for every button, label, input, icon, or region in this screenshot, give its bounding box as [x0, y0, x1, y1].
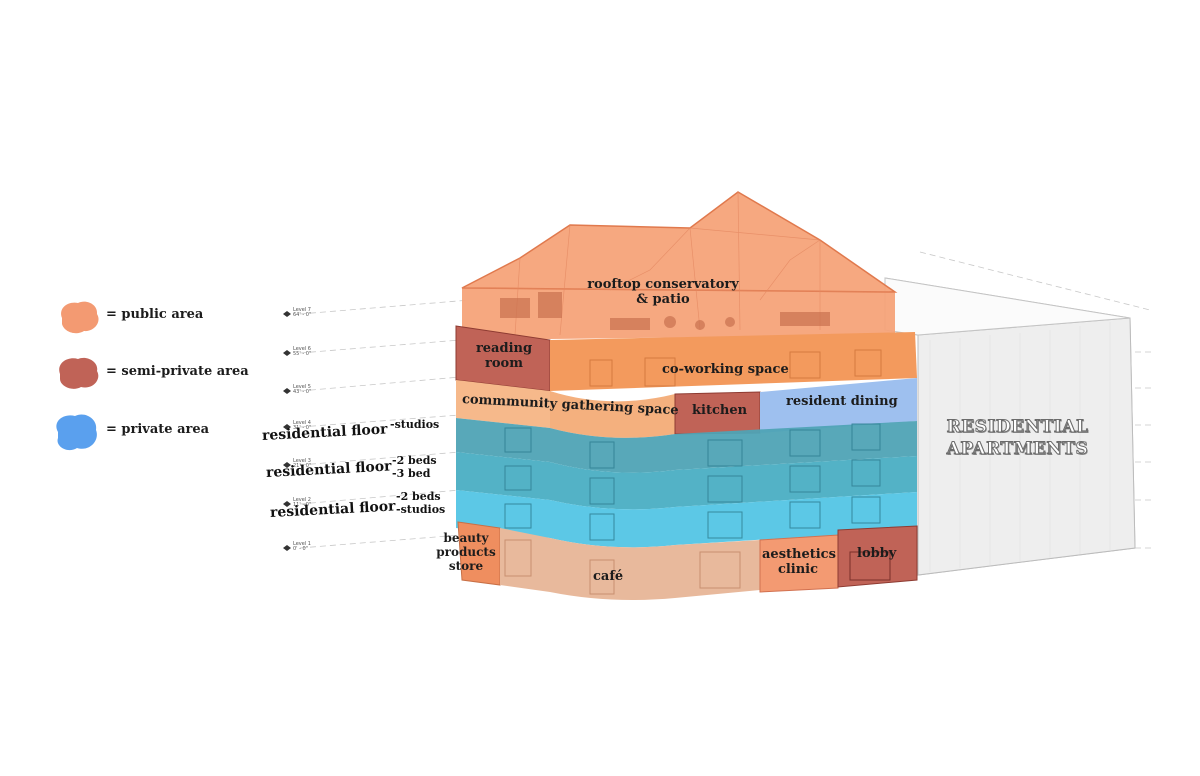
floor-note-level-3-a: -2 beds [392, 454, 437, 467]
rooftop-conservatory-roof [461, 191, 898, 340]
label-kitchen: kitchen [692, 403, 748, 418]
label-reading-room: reading room [475, 341, 533, 371]
public-area-swatch-icon [61, 301, 99, 334]
label-lobby: lobby [857, 546, 897, 561]
legend-label-semi-private: = semi-private area [106, 364, 249, 379]
floor-note-level-2-a: -2 beds [396, 490, 441, 503]
label-beauty-products-store: beauty products store [436, 531, 496, 573]
legend-label-private: = private area [106, 422, 210, 437]
private-area-swatch-icon [56, 414, 97, 451]
legend-label-public: = public area [106, 307, 204, 322]
residential-windows [504, 423, 881, 541]
level-1-band [457, 521, 918, 600]
floor-note-level-2-b: -studios [396, 503, 446, 516]
label-aesthetics-clinic: aesthetics clinic [762, 547, 836, 577]
floor-note-level-4: -studios [390, 418, 440, 431]
label-rooftop-conservatory: rooftop conservatory & patio [587, 277, 739, 307]
floor-notes-level-3: -2 beds -3 bed [392, 454, 437, 480]
label-co-working-space: co-working space [662, 362, 789, 377]
label-resident-dining: resident dining [786, 394, 898, 409]
level-4-band [456, 418, 917, 473]
level-lines [299, 251, 1155, 549]
label-cafe: café [593, 569, 624, 584]
semi-private-area-swatch-icon [59, 357, 99, 389]
level-2-band [456, 490, 917, 548]
floor-notes-level-2: -2 beds -studios [396, 490, 445, 516]
level-5-band [456, 378, 917, 438]
label-residential-apartments: RESIDENTIAL APARTMENTS [946, 417, 1089, 460]
level-markers [283, 311, 291, 551]
floor-note-level-3-b: -3 bed [392, 467, 431, 480]
